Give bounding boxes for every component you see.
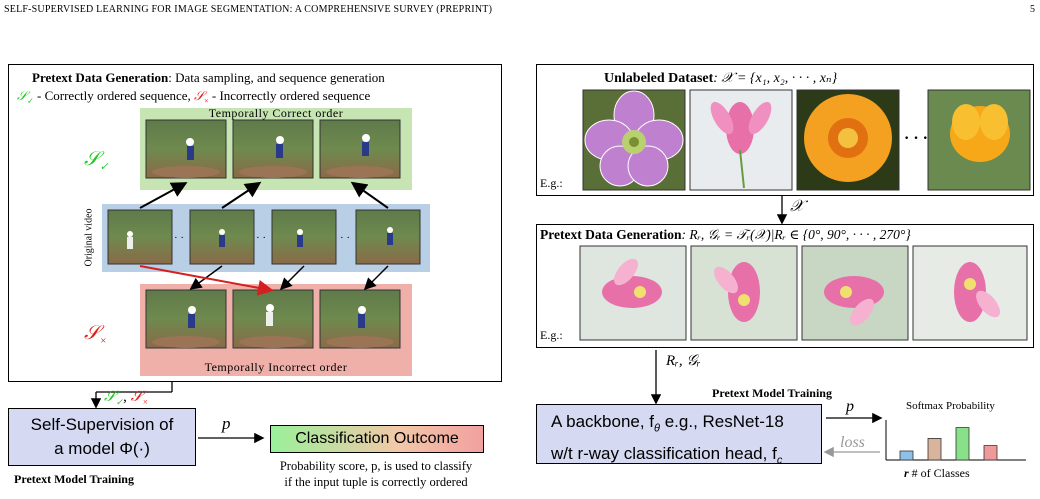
legend-wrong-sub: × [204, 96, 209, 106]
backbone-text2: w/t r-way classification head, f [551, 444, 777, 464]
s-correct-symbol: 𝒮 [84, 148, 100, 170]
legend-wrong-text: - Incorrectly ordered sequence [208, 88, 371, 103]
rotated-flower-270 [912, 245, 1028, 341]
backbone-text1b: e.g., ResNet-18 [660, 412, 784, 431]
rotated-flower-0 [579, 245, 687, 341]
arrow-correct-symbol: 𝒮 [104, 389, 116, 405]
video-frame-4 [355, 209, 421, 265]
note-line2: if the input tuple is correctly ordered [284, 475, 468, 489]
correct-frame-1 [145, 119, 227, 179]
softmax-bar-1 [899, 450, 914, 461]
rotated-flower-180 [801, 245, 909, 341]
incorrect-frame-3 [319, 289, 401, 349]
arrow-correct-sub: ✓ [115, 397, 124, 407]
correct-arrows [139, 181, 389, 209]
incorrect-frame-1 [145, 289, 227, 349]
incorrect-arrows [189, 265, 389, 291]
correct-order-label: Temporally Correct order [208, 106, 344, 120]
backbone-sub2: c [776, 454, 783, 467]
s-correct-sub: ✓ [99, 161, 109, 173]
ellipsis-3: · · [340, 232, 351, 244]
left-training-label: Pretext Model Training [14, 472, 134, 486]
dataset-heading: Unlabeled Dataset: 𝒳 = {x₁, x₂, · · · , … [604, 70, 837, 87]
classes-r: r [904, 466, 909, 480]
softmax-bar-4 [983, 445, 998, 461]
flower-yellow [927, 89, 1031, 191]
ssl-box-line2: a model Φ(·) [54, 439, 150, 458]
s-wrong-symbol: 𝒮 [84, 322, 100, 344]
softmax-bar-3 [955, 427, 970, 461]
flower-purple [582, 89, 686, 191]
legend-correct-sub: ✓ [27, 96, 34, 106]
legend-correct-text: - Correctly ordered sequence, [33, 88, 195, 103]
arrow-seq-label: 𝒮✓, 𝒮× [104, 388, 148, 408]
dataset-math: : 𝒳 = {x₁, x₂, · · · , xₙ} [713, 71, 838, 86]
classification-outcome-box: Classification Outcome [270, 425, 484, 453]
dataset-bold-label: Unlabeled Dataset [604, 71, 714, 86]
incorrect-order-label: Temporally Incorrect order [204, 360, 348, 374]
left-pretext-heading: Pretext Data Generation: Data sampling, … [32, 70, 385, 86]
flower-pink-1 [689, 89, 793, 191]
ellipsis-1: · · [174, 232, 185, 244]
ellipsis-2: · · [256, 232, 267, 244]
backbone-text1: A backbone, f [551, 412, 655, 431]
page-number: 5 [1030, 4, 1036, 15]
right-training-label: Pretext Model Training [712, 386, 832, 400]
s-correct-label: 𝒮✓ [84, 148, 109, 173]
backbone-line2: w/t r-way classification head, fc [551, 441, 821, 473]
red-swap-arrow [139, 265, 274, 296]
rotation-eg: E.g.: [540, 328, 563, 342]
legend-correct-symbol: 𝒮 [17, 88, 28, 103]
video-frame-3 [271, 209, 337, 265]
note-line1: Probability score, p, is used to classif… [279, 459, 473, 473]
s-wrong-sub: × [99, 335, 107, 347]
p-label-left: p [222, 414, 231, 433]
correct-frame-2 [232, 119, 314, 179]
rotation-bold-label: Pretext Data Generation [540, 227, 682, 242]
video-frame-1 [107, 209, 173, 265]
loss-label: loss [840, 434, 865, 451]
dataset-eg: E.g.: [540, 176, 563, 190]
rotated-flower-90 [690, 245, 798, 341]
left-down-arrow [90, 381, 173, 409]
left-legend: 𝒮✓ - Correctly ordered sequence, 𝒮× - In… [17, 88, 370, 106]
correct-frame-3 [319, 119, 401, 179]
running-header: SELF-SUPERVISED LEARNING FOR IMAGE SEGME… [4, 4, 493, 15]
softmax-bar-2 [927, 437, 942, 461]
incorrect-frame-2 [232, 289, 314, 349]
backbone-sub1: θ [654, 422, 660, 435]
rotation-heading: Pretext Data Generation: Rᵣ, 𝒢ᵣ = 𝒯ᵣ(𝒳)|… [540, 227, 911, 243]
pretext-bold-label: Pretext Data Generation [32, 70, 169, 85]
backbone-box: A backbone, fθ e.g., ResNet-18 w/t r-way… [536, 404, 822, 467]
p-label-right: p [846, 398, 854, 415]
arrow-wrong-symbol: 𝒮 [130, 389, 143, 405]
softmax-title: Softmax Probability [906, 400, 995, 412]
rotation-math: : Rᵣ, 𝒢ᵣ = 𝒯ᵣ(𝒳)|Rᵣ ∈ {0°, 90°, · · · , … [681, 227, 911, 242]
ssl-model-box: Self-Supervision of a model Φ(·) [8, 408, 196, 466]
pretext-rest-label: : Data sampling, and sequence generation [168, 70, 385, 85]
rotation-panel [536, 224, 1034, 348]
s-wrong-label: 𝒮× [84, 322, 107, 347]
softmax-bars [899, 427, 998, 461]
arrow-comma: , [123, 389, 131, 405]
x-arrow-label: 𝒳 [790, 198, 804, 215]
rg-label: Rᵣ, 𝒢ᵣ [666, 353, 701, 369]
backbone-line1: A backbone, fθ e.g., ResNet-18 [551, 409, 821, 441]
ssl-box-line1: Self-Supervision of [30, 415, 174, 434]
classification-note: Probability score, p, is used to classif… [246, 458, 506, 490]
legend-wrong-symbol: 𝒮 [194, 88, 205, 103]
classes-label: r # of Classes [904, 466, 970, 481]
arrow-wrong-sub: × [142, 397, 149, 407]
classes-text: # of Classes [908, 466, 970, 480]
dataset-ellipsis: · · · [904, 130, 929, 147]
flower-orange [796, 89, 900, 191]
video-frame-2 [189, 209, 255, 265]
